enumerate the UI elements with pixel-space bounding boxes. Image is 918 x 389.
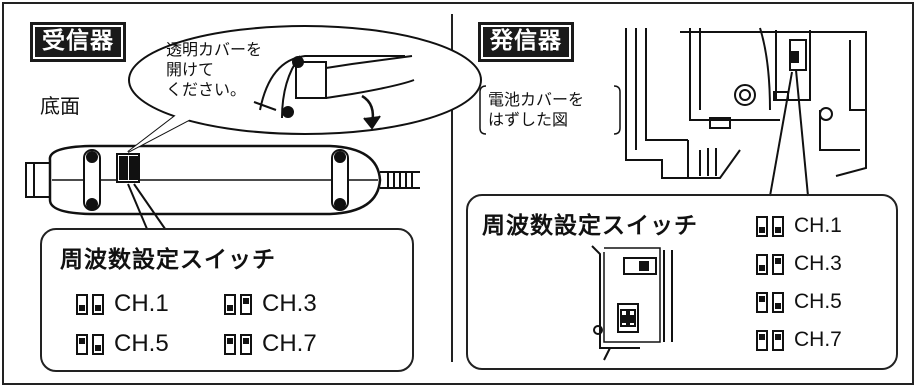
receiver-ch7-row: CH.7 xyxy=(224,330,317,358)
channel-label: CH.1 xyxy=(794,214,842,237)
transmitter-note-line-1: 電池カバーを xyxy=(488,90,585,109)
receiver-switch-panel: 周波数設定スイッチ CH.1 CH.3 CH.5 CH.7 xyxy=(40,228,414,372)
switch-2-icon xyxy=(772,291,784,313)
switch-2-icon xyxy=(240,293,252,315)
transmitter-ch5-row: CH.5 xyxy=(756,290,842,314)
channel-label: CH.3 xyxy=(262,290,317,317)
transmitter-ch3-row: CH.3 xyxy=(756,252,842,276)
switch-1-icon xyxy=(756,329,768,351)
transmitter-title: 発信器 xyxy=(478,22,574,62)
transmitter-panel-title: 周波数設定スイッチ xyxy=(482,213,698,239)
channel-label: CH.3 xyxy=(794,252,842,275)
bottom-label: 底面 xyxy=(40,94,80,118)
switch-1-icon xyxy=(756,253,768,275)
switch-2-icon xyxy=(772,329,784,351)
receiver-callout xyxy=(127,25,482,153)
switch-1-icon xyxy=(224,293,236,315)
note-brackets xyxy=(479,85,621,135)
transmitter-switch-panel: 周波数設定スイッチ CH.1 CH.3 CH.5 CH.7 xyxy=(466,194,898,370)
callout-line-3: ください。 xyxy=(166,80,247,99)
receiver-device-drawing xyxy=(25,144,420,237)
receiver-ch1-row: CH.1 xyxy=(76,290,169,318)
switch-1-icon xyxy=(756,215,768,237)
transmitter-note-line-2: はずした図 xyxy=(488,110,569,129)
switch-2-icon xyxy=(92,333,104,355)
channel-label: CH.7 xyxy=(794,328,842,351)
switch-2-icon xyxy=(772,215,784,237)
switch-1-icon xyxy=(224,333,236,355)
transmitter-switch-schematic xyxy=(591,245,673,361)
callout-line-2: 開けて xyxy=(166,60,215,79)
receiver-ch3-row: CH.3 xyxy=(224,290,317,318)
channel-label: CH.5 xyxy=(794,290,842,313)
channel-label: CH.7 xyxy=(262,330,317,357)
receiver-panel-title: 周波数設定スイッチ xyxy=(60,247,276,273)
callout-line-1: 透明カバーを xyxy=(166,40,263,59)
transmitter-ch1-row: CH.1 xyxy=(756,214,842,238)
switch-2-icon xyxy=(772,253,784,275)
switch-2-icon xyxy=(240,333,252,355)
receiver-title: 受信器 xyxy=(30,22,126,62)
section-divider xyxy=(451,14,453,362)
switch-1-icon xyxy=(76,333,88,355)
switch-1-icon xyxy=(76,293,88,315)
channel-label: CH.5 xyxy=(114,330,169,357)
channel-label: CH.1 xyxy=(114,290,169,317)
transmitter-ch7-row: CH.7 xyxy=(756,328,842,352)
switch-1-icon xyxy=(756,291,768,313)
switch-2-icon xyxy=(92,293,104,315)
receiver-ch5-row: CH.5 xyxy=(76,330,169,358)
transmitter-device-drawing xyxy=(625,27,867,197)
